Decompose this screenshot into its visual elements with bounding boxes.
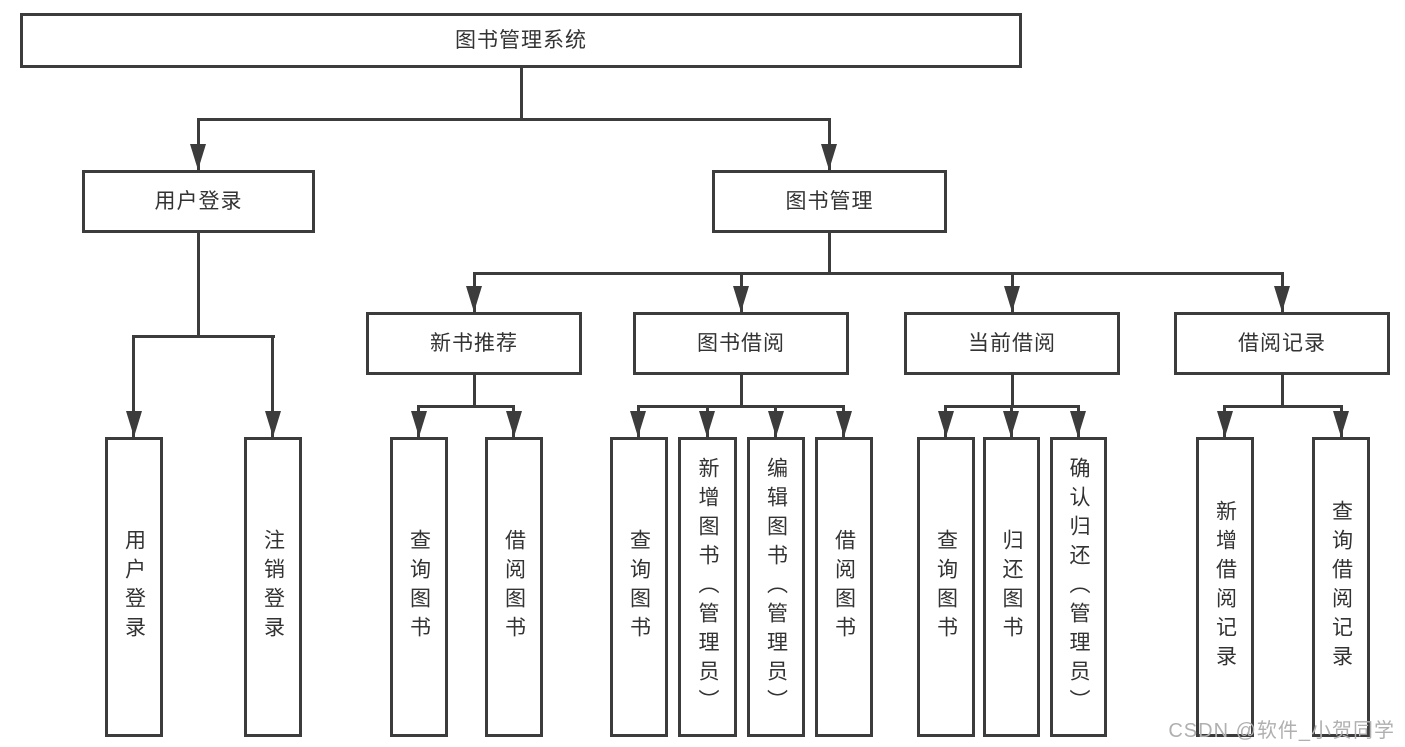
node-query-books-current: 查询图书 xyxy=(917,437,975,737)
connector-line xyxy=(1223,405,1343,408)
node-label: 用户登录 xyxy=(122,529,146,645)
connector-line xyxy=(271,338,274,437)
node-add-books-admin: 新增图书（管理员） xyxy=(678,437,737,737)
node-edit-books-admin: 编辑图书（管理员） xyxy=(747,437,805,737)
arrow-down-icon xyxy=(630,411,646,437)
node-query-books-borrowing: 查询图书 xyxy=(610,437,668,737)
node-label: 归还图书 xyxy=(1000,529,1023,645)
connector-line xyxy=(1011,375,1014,408)
node-label: 确认归还（管理员） xyxy=(1067,456,1090,718)
connector-line xyxy=(1281,375,1284,408)
arrow-down-icon xyxy=(733,286,749,312)
connector-line xyxy=(132,338,135,437)
connector-line xyxy=(473,375,476,408)
node-label: 借阅图书 xyxy=(832,529,856,645)
node-label: 图书借阅 xyxy=(697,331,785,355)
node-label: 新书推荐 xyxy=(430,331,518,355)
node-book-management: 图书管理 xyxy=(712,170,947,233)
arrow-down-icon xyxy=(126,411,142,437)
node-label: 查询图书 xyxy=(407,529,431,645)
arrow-down-icon xyxy=(466,286,482,312)
node-label: 当前借阅 xyxy=(968,331,1056,355)
node-label: 注销登录 xyxy=(261,529,285,645)
node-query-books-recommend: 查询图书 xyxy=(390,437,448,737)
arrow-down-icon xyxy=(190,144,206,170)
watermark-text: CSDN @软件_小贺同学 xyxy=(1168,720,1395,742)
arrow-down-icon xyxy=(1333,411,1349,437)
node-label: 图书管理 xyxy=(785,189,874,213)
arrow-down-icon xyxy=(1004,286,1020,312)
connector-line xyxy=(197,233,200,338)
arrow-down-icon xyxy=(821,144,837,170)
node-add-borrow-record: 新增借阅记录 xyxy=(1196,437,1254,737)
node-login: 用户登录 xyxy=(105,437,163,737)
node-logout: 注销登录 xyxy=(244,437,302,737)
node-return-books: 归还图书 xyxy=(983,437,1040,737)
connector-line xyxy=(637,405,845,408)
node-label: 查询图书 xyxy=(934,529,958,645)
node-label: 新增图书（管理员） xyxy=(696,456,719,718)
node-root: 图书管理系统 xyxy=(20,13,1022,68)
node-label: 图书管理系统 xyxy=(455,28,587,52)
arrow-down-icon xyxy=(836,411,852,437)
connector-line xyxy=(197,118,831,121)
connector-line xyxy=(740,375,743,408)
node-query-borrow-record: 查询借阅记录 xyxy=(1312,437,1370,737)
connector-line xyxy=(132,335,275,338)
arrow-down-icon xyxy=(768,411,784,437)
node-confirm-return-admin: 确认归还（管理员） xyxy=(1050,437,1107,737)
arrow-down-icon xyxy=(699,411,715,437)
node-label: 查询借阅记录 xyxy=(1329,500,1353,674)
arrow-down-icon xyxy=(265,411,281,437)
connector-line xyxy=(520,68,523,121)
arrow-down-icon xyxy=(1274,286,1290,312)
arrow-down-icon xyxy=(506,411,522,437)
arrow-down-icon xyxy=(1003,411,1019,437)
node-label: 查询图书 xyxy=(627,529,651,645)
node-current-borrowing: 当前借阅 xyxy=(904,312,1120,375)
node-new-book-recommendation: 新书推荐 xyxy=(366,312,582,375)
arrow-down-icon xyxy=(938,411,954,437)
node-user-login: 用户登录 xyxy=(82,170,315,233)
node-book-borrowing: 图书借阅 xyxy=(633,312,849,375)
connector-line xyxy=(944,405,1080,408)
connector-line xyxy=(828,233,831,275)
node-borrowing-records: 借阅记录 xyxy=(1174,312,1390,375)
connector-line xyxy=(473,272,1284,275)
node-label: 新增借阅记录 xyxy=(1213,500,1237,674)
node-label: 借阅记录 xyxy=(1238,331,1326,355)
arrow-down-icon xyxy=(1217,411,1233,437)
node-label: 编辑图书（管理员） xyxy=(764,456,788,718)
node-label: 用户登录 xyxy=(154,189,243,213)
arrow-down-icon xyxy=(411,411,427,437)
arrow-down-icon xyxy=(1070,411,1086,437)
node-borrow-books-recommend: 借阅图书 xyxy=(485,437,543,737)
node-label: 借阅图书 xyxy=(502,529,526,645)
connector-line xyxy=(417,405,515,408)
node-borrow-books: 借阅图书 xyxy=(815,437,873,737)
